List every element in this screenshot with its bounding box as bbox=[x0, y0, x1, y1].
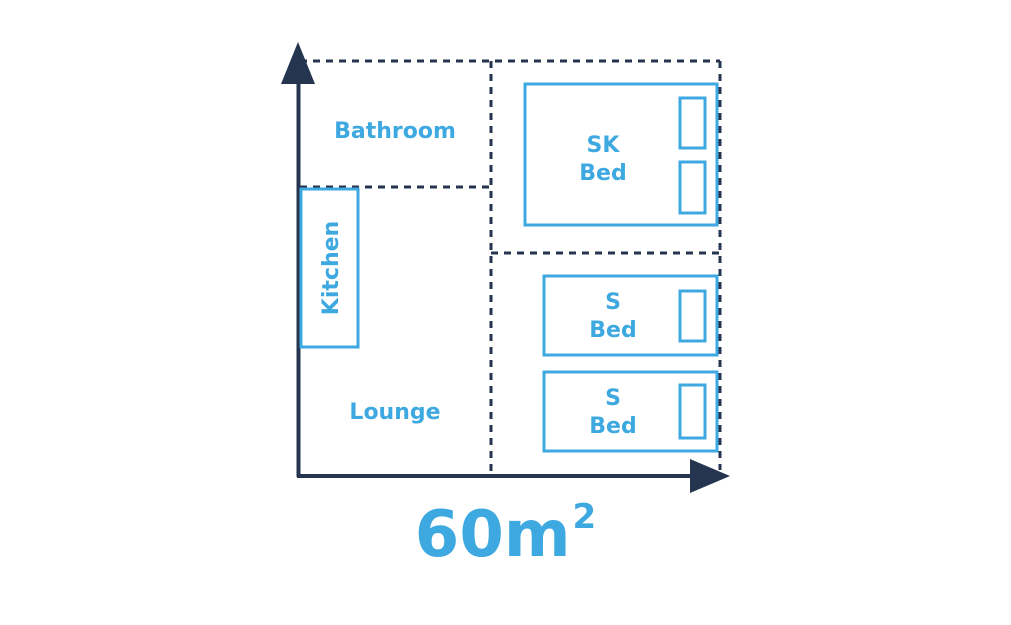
s-bed-bottom bbox=[542, 370, 719, 453]
sk-bed bbox=[523, 82, 719, 227]
sk-bed-pillow-top bbox=[678, 96, 707, 150]
axes bbox=[281, 42, 730, 493]
s-bed-top bbox=[542, 274, 719, 357]
s-bed-bottom-label-line1: S bbox=[605, 386, 621, 411]
s-bed-top-label-line1: S bbox=[605, 290, 621, 315]
s-bed-top-label-line2: Bed bbox=[589, 318, 636, 343]
sk-bed-label-line2: Bed bbox=[579, 161, 626, 186]
kitchen-counter bbox=[299, 187, 360, 349]
y-axis-arrow-icon bbox=[281, 42, 315, 84]
s-bed-top-pillow bbox=[678, 289, 707, 343]
s-bed-bottom-pillow bbox=[678, 383, 707, 440]
s-bed-top-frame bbox=[542, 274, 719, 357]
kitchen-label: Kitchen bbox=[319, 221, 344, 315]
x-axis-arrow-icon bbox=[690, 459, 730, 493]
lounge-label: Lounge bbox=[349, 400, 440, 425]
bathroom-label: Bathroom bbox=[334, 119, 456, 144]
area-value: 60m bbox=[414, 498, 571, 572]
dashed-walls bbox=[300, 59, 722, 472]
area-label: 60m2 bbox=[0, 500, 1011, 567]
s-bed-bottom-label-line2: Bed bbox=[589, 414, 636, 439]
sk-bed-pillow-bottom bbox=[678, 160, 707, 215]
s-bed-bottom-frame bbox=[542, 370, 719, 453]
sk-bed-label-line1: SK bbox=[587, 133, 621, 158]
sk-bed-frame bbox=[523, 82, 719, 227]
area-unit-power: 2 bbox=[572, 497, 597, 537]
